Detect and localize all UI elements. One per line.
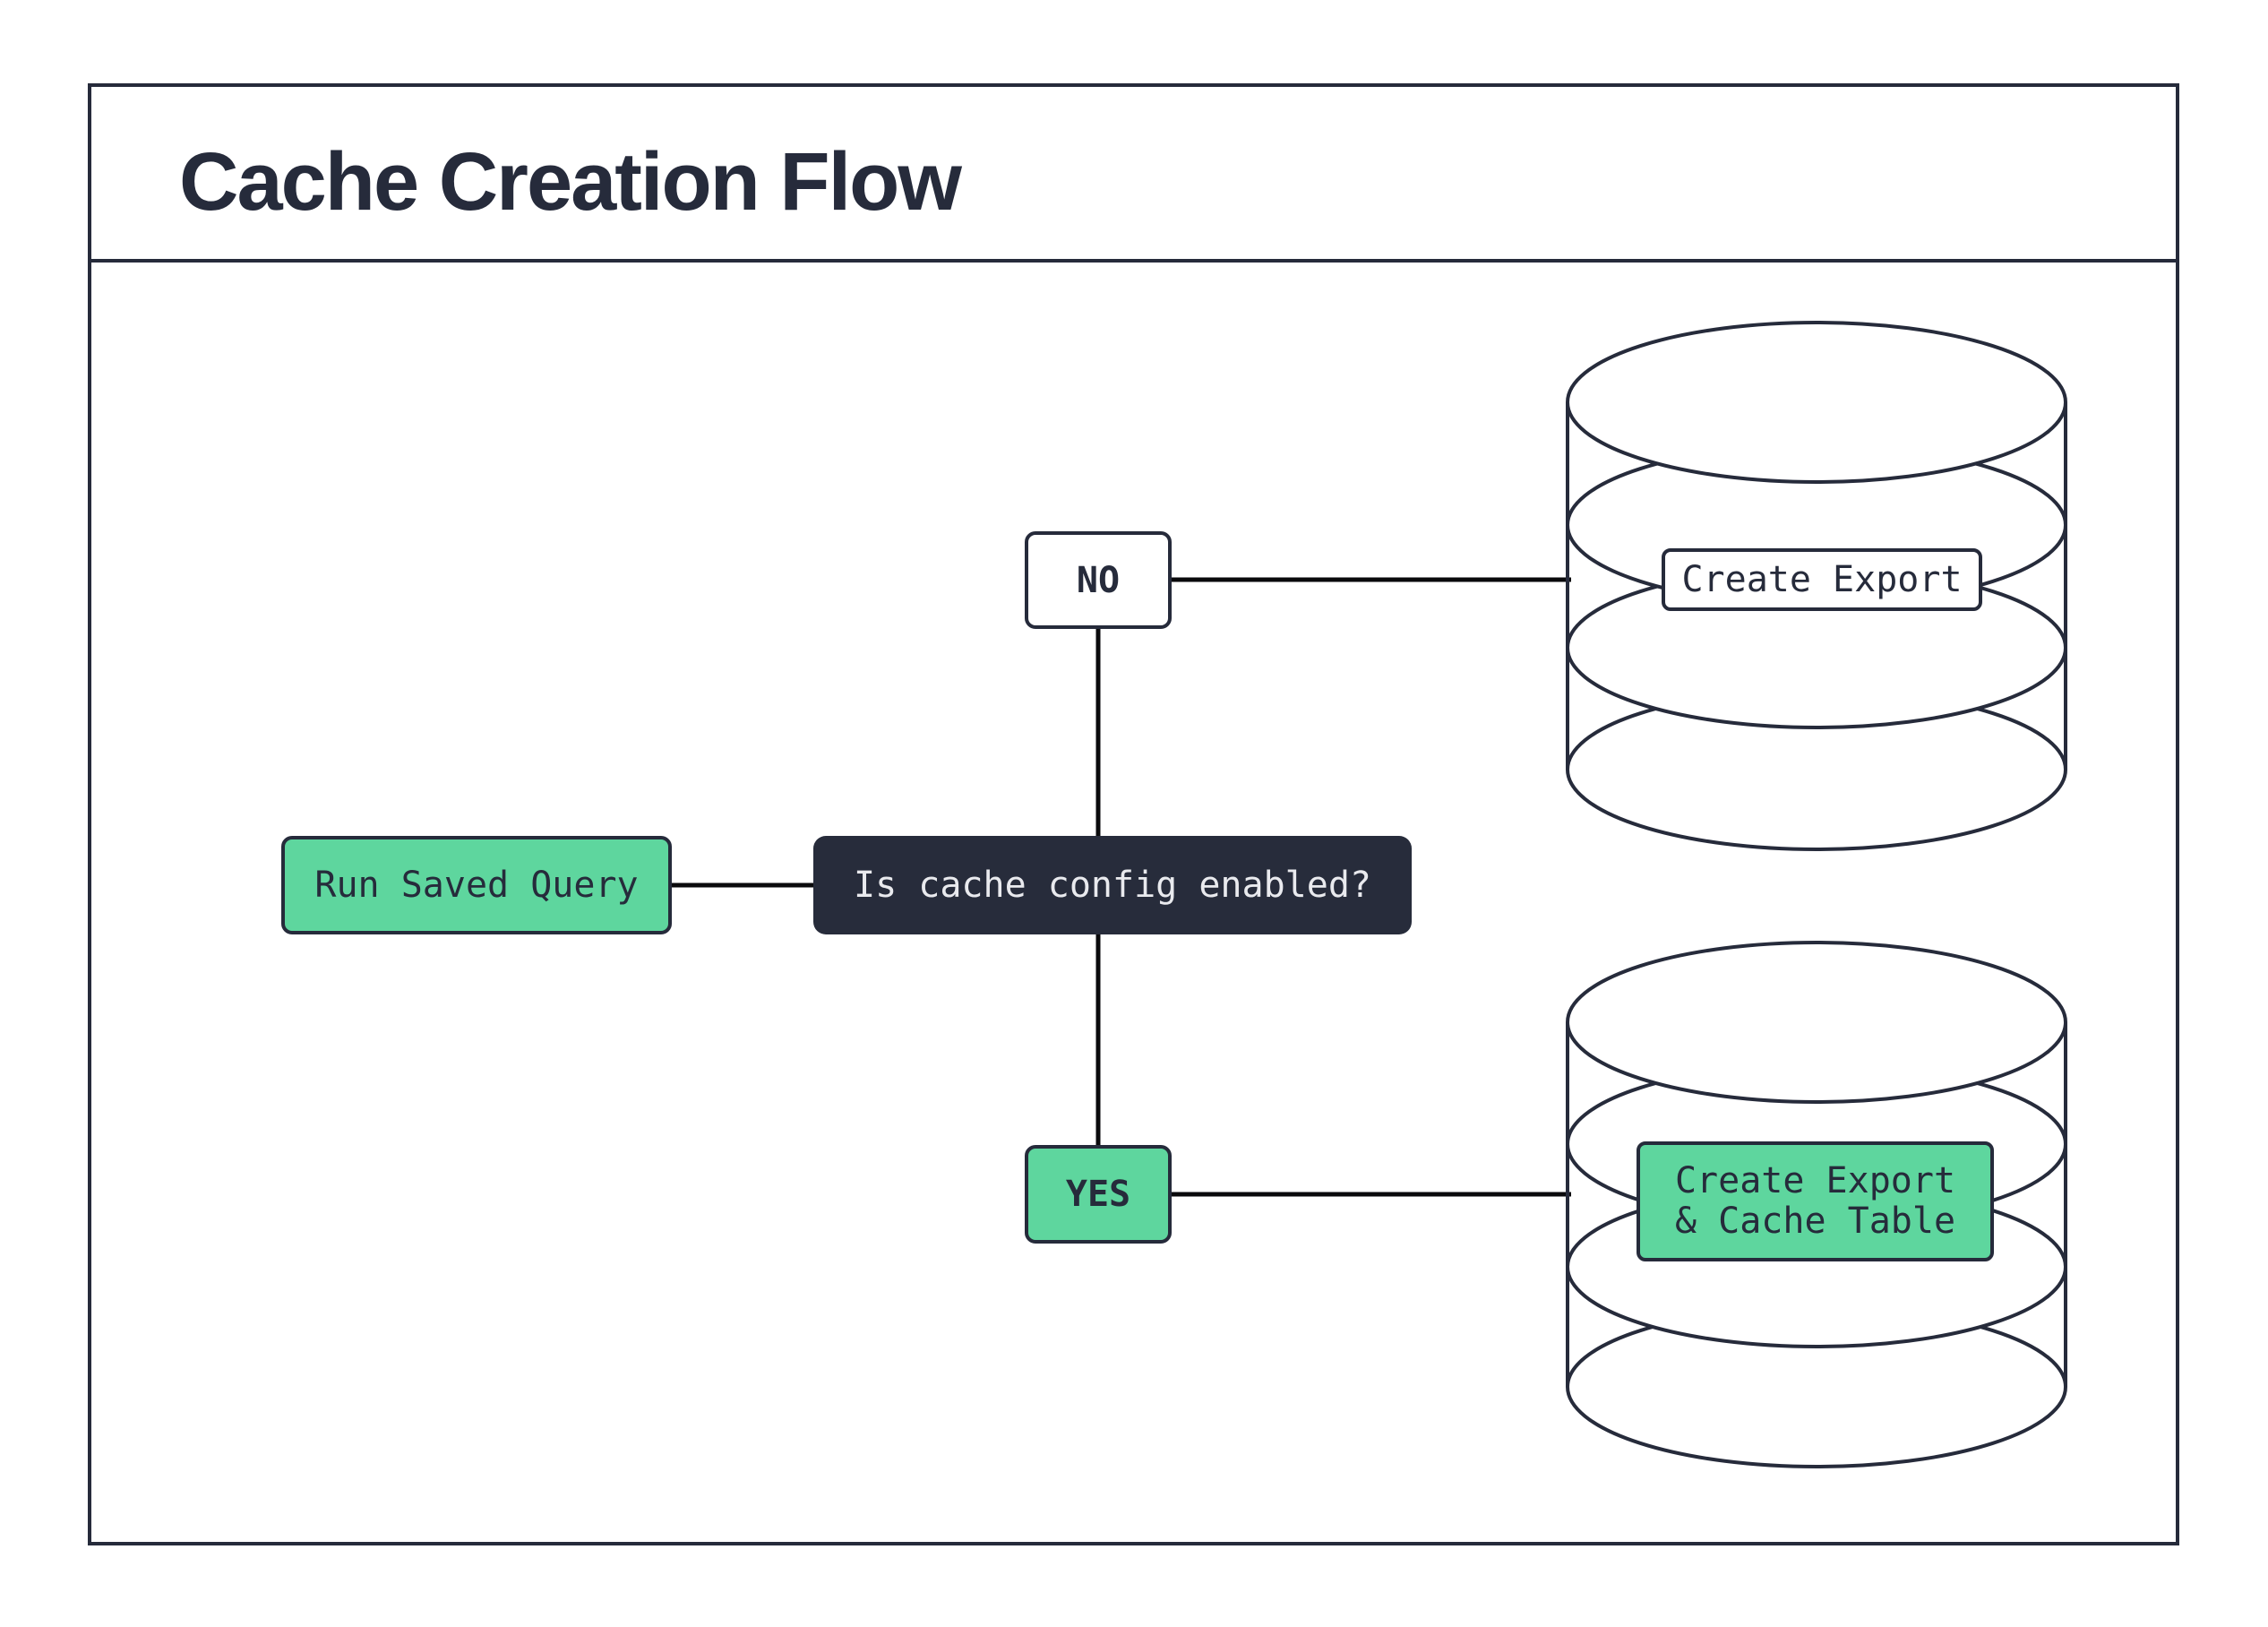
database-top-action-label: Create Export [1662, 548, 1982, 611]
branch-no-label: NO [1076, 559, 1121, 601]
node-run-saved-query: Run Saved Query [281, 836, 672, 934]
branch-yes-label: YES [1065, 1174, 1131, 1215]
create-export-cache-line1: Create Export [1674, 1160, 1956, 1202]
title-bar: Cache Creation Flow [91, 87, 2176, 263]
node-decision-cache-config: Is cache config enabled? [813, 836, 1412, 934]
create-export-cache-line2: & Cache Table [1674, 1201, 1956, 1242]
database-bottom-action-label: Create Export & Cache Table [1637, 1141, 1994, 1261]
create-export-label: Create Export [1681, 559, 1963, 600]
node-run-saved-query-label: Run Saved Query [314, 865, 639, 906]
branch-yes-badge: YES [1025, 1145, 1172, 1244]
node-decision-label: Is cache config enabled? [854, 865, 1371, 906]
cylinder-disk [1566, 321, 2067, 484]
diagram-frame: Cache Creation Flow [88, 83, 2179, 1545]
branch-no-badge: NO [1025, 531, 1172, 629]
page-title: Cache Creation Flow [179, 136, 962, 228]
cylinder-disk [1566, 941, 2067, 1104]
